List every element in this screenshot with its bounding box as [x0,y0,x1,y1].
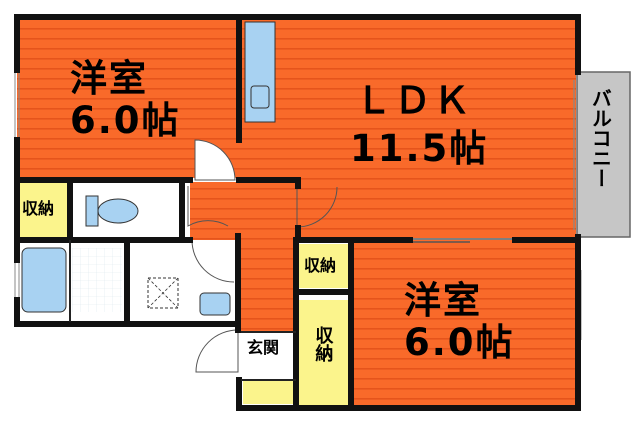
toilet-tank [85,195,99,227]
window-western-1 [14,70,20,140]
storage-3-label: 収納 [312,326,334,362]
ldk-name: ＬＤＫ [355,79,472,122]
hallway-floor [190,182,298,240]
thin-walls [69,240,296,381]
washing-machine-x [147,277,179,309]
entrance-label: 玄関 [247,338,280,357]
ldk-size: 11.5帖 [350,127,489,170]
hallway-floor-lower [240,232,295,332]
storage-2-area [299,244,348,288]
bathtub [21,247,67,313]
western-room-2-floor [349,240,576,405]
entrance-area [243,334,293,380]
western-room-1-name: 洋室 [70,57,148,100]
door-swing-toilet [187,186,229,227]
walls [14,14,581,411]
western-room-1-size: 6.0帖 [70,99,181,142]
bath-wash-floor [72,248,122,312]
toilet-bowl [97,198,139,224]
door-swing-entrance [195,329,239,373]
window-bath [14,260,20,300]
balcony-area [576,71,631,238]
door-swing-washroom [191,239,235,283]
wash-basin [199,292,231,316]
balcony-label: バルコニー [588,88,613,188]
western-room-2-name: 洋室 [404,279,482,322]
washing-machine-pan [147,277,179,309]
sliding-door-ldk-western-2 [410,238,515,243]
storage-3-area [299,300,348,405]
storage-1-area [17,182,67,237]
storage-2-label: 収納 [304,256,337,275]
storage-1-label: 収納 [22,199,55,218]
kitchen-sink [250,85,270,109]
entrance-step [243,380,293,404]
door-swing-western-1 [194,139,236,181]
western-room-2-size: 6.0帖 [404,321,515,364]
